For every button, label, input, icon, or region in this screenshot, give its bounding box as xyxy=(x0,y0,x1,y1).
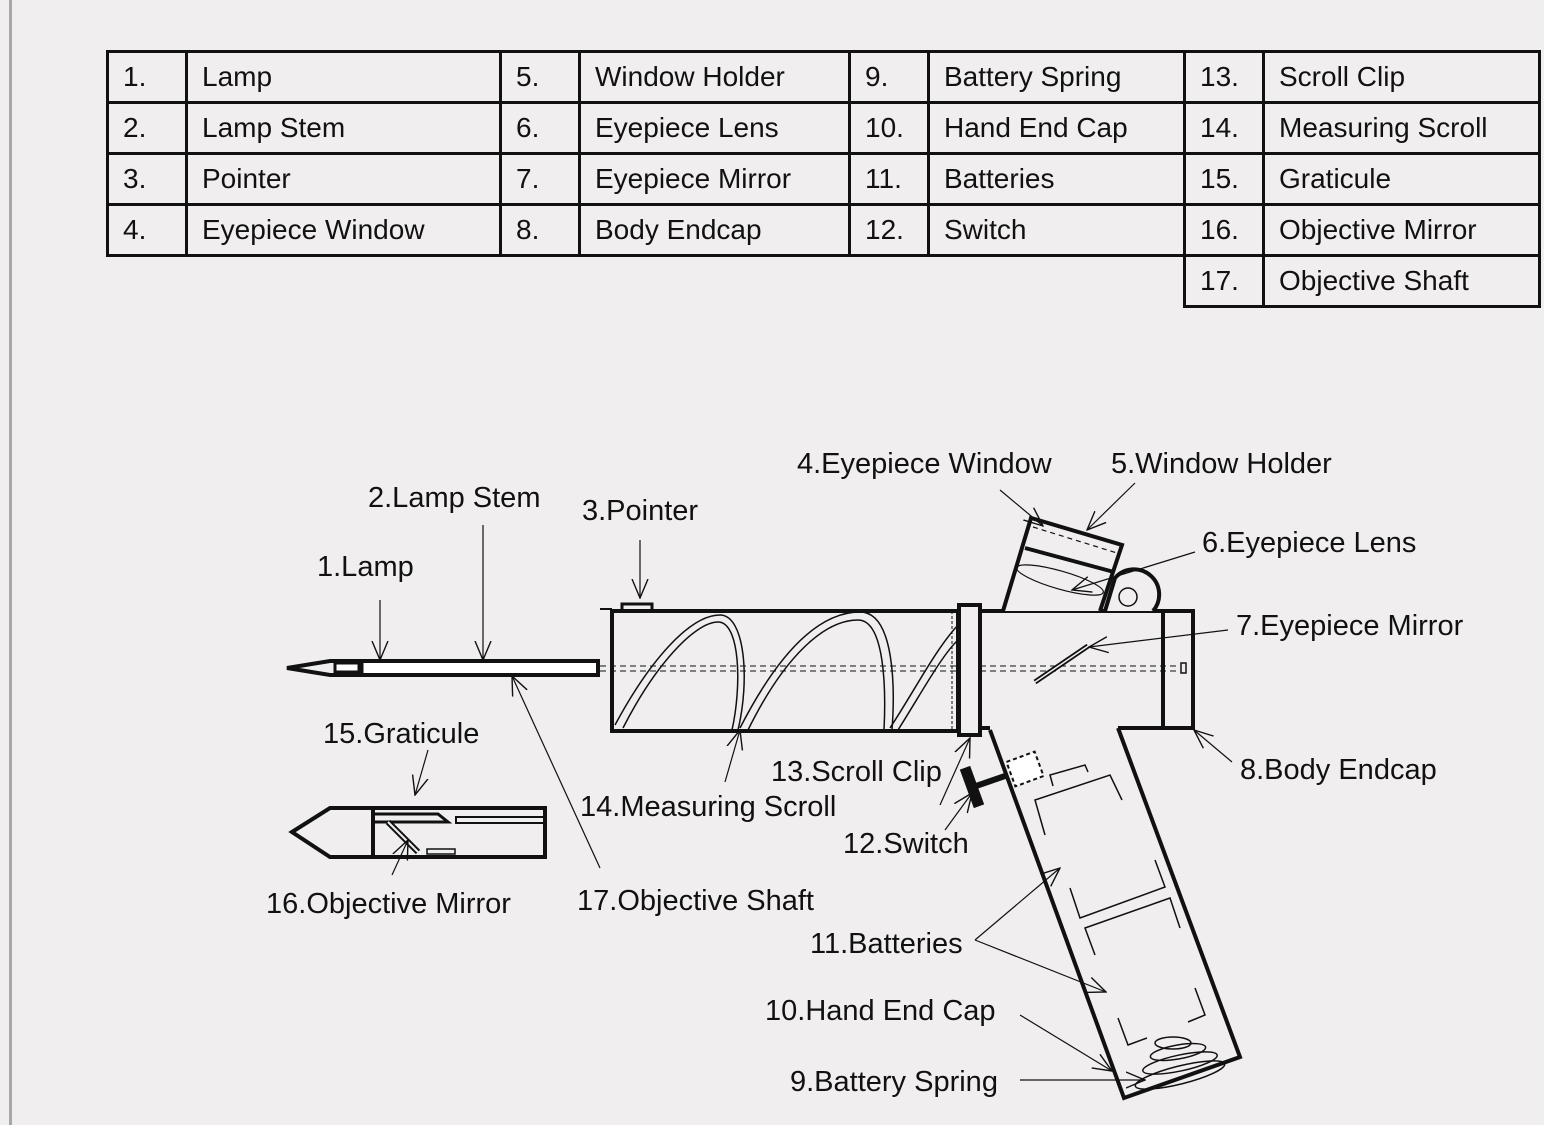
lamp-shaft xyxy=(286,659,600,677)
part-name: Eyepiece Lens xyxy=(578,101,851,155)
part-number: 5. xyxy=(499,50,581,104)
label-graticule: 15.Graticule xyxy=(323,718,479,750)
measuring-body xyxy=(600,602,960,733)
part-number: 8. xyxy=(499,203,581,257)
label-switch: 12.Switch xyxy=(843,828,969,860)
part-number: 4. xyxy=(106,203,188,257)
label-body-endcap: 8.Body Endcap xyxy=(1240,754,1437,786)
label-pointer: 3.Pointer xyxy=(582,495,698,527)
part-number: 10. xyxy=(848,101,930,155)
part-number: 15. xyxy=(1183,152,1265,206)
handle xyxy=(988,727,1243,1101)
left-border xyxy=(0,0,12,1125)
part-number: 7. xyxy=(499,152,581,206)
label-scroll-clip: 13.Scroll Clip xyxy=(771,756,942,788)
part-number: 2. xyxy=(106,101,188,155)
part-number: 9. xyxy=(848,50,930,104)
label-objective-shaft: 17.Objective Shaft xyxy=(577,885,814,917)
measuring-scroll xyxy=(614,611,959,731)
eyepiece-body xyxy=(980,609,1195,730)
part-name: Body Endcap xyxy=(578,203,851,257)
part-number: 13. xyxy=(1183,50,1265,104)
part-number: 14. xyxy=(1183,101,1265,155)
part-name: Hand End Cap xyxy=(927,101,1186,155)
label-hand-end-cap: 10.Hand End Cap xyxy=(765,995,996,1027)
eyepiece xyxy=(1001,515,1162,613)
label-batteries: 11.Batteries xyxy=(810,928,963,960)
part-number: 12. xyxy=(848,203,930,257)
table-row: 2.Lamp Stem 6.Eyepiece Lens 10.Hand End … xyxy=(106,101,1541,155)
label-battery-spring: 9.Battery Spring xyxy=(790,1066,998,1098)
label-lamp: 1.Lamp xyxy=(317,551,414,583)
part-name: Measuring Scroll xyxy=(1262,101,1541,155)
label-eyepiece-mirror: 7.Eyepiece Mirror xyxy=(1236,610,1464,642)
scroll-clip xyxy=(957,603,982,737)
part-name: Objective Shaft xyxy=(1262,254,1541,308)
part-number: 3. xyxy=(106,152,188,206)
table-row: 3.Pointer 7.Eyepiece Mirror 11.Batteries… xyxy=(106,152,1541,206)
body-endcap xyxy=(1161,609,1195,730)
part-name: Scroll Clip xyxy=(1262,50,1541,104)
part-name: Lamp Stem xyxy=(185,101,502,155)
part-name: Graticule xyxy=(1262,152,1541,206)
part-name: Window Holder xyxy=(578,50,851,104)
part-name: Objective Mirror xyxy=(1262,203,1541,257)
part-number: 11. xyxy=(848,152,930,206)
label-objective-mirror: 16.Objective Mirror xyxy=(266,888,511,920)
batteries xyxy=(1034,764,1206,1046)
label-eyepiece-window: 4.Eyepiece Window xyxy=(797,448,1053,480)
table-row: 4.Eyepiece Window 8.Body Endcap 12.Switc… xyxy=(106,203,1541,257)
switch xyxy=(959,750,1045,809)
objective-head xyxy=(288,806,547,859)
part-name: Battery Spring xyxy=(927,50,1186,104)
table-row: 17.Objective Shaft xyxy=(108,254,1541,308)
part-name: Eyepiece Mirror xyxy=(578,152,851,206)
part-name: Pointer xyxy=(185,152,502,206)
part-name: Switch xyxy=(927,203,1186,257)
table-row: 1.Lamp 5.Window Holder 9.Battery Spring … xyxy=(106,50,1541,104)
part-number: 1. xyxy=(106,50,188,104)
label-window-holder: 5.Window Holder xyxy=(1111,448,1332,480)
label-lamp-stem: 2.Lamp Stem xyxy=(368,482,540,514)
part-number: 6. xyxy=(499,101,581,155)
part-number: 17. xyxy=(1183,254,1265,308)
label-eyepiece-lens: 6.Eyepiece Lens xyxy=(1202,527,1416,559)
leader-lines xyxy=(380,482,1233,1080)
part-name: Eyepiece Window xyxy=(185,203,502,257)
label-measuring-scroll: 14.Measuring Scroll xyxy=(580,791,836,823)
part-name: Batteries xyxy=(927,152,1186,206)
part-name: Lamp xyxy=(185,50,502,104)
parts-table: 1.Lamp 5.Window Holder 9.Battery Spring … xyxy=(106,50,1541,308)
part-number: 16. xyxy=(1183,203,1265,257)
